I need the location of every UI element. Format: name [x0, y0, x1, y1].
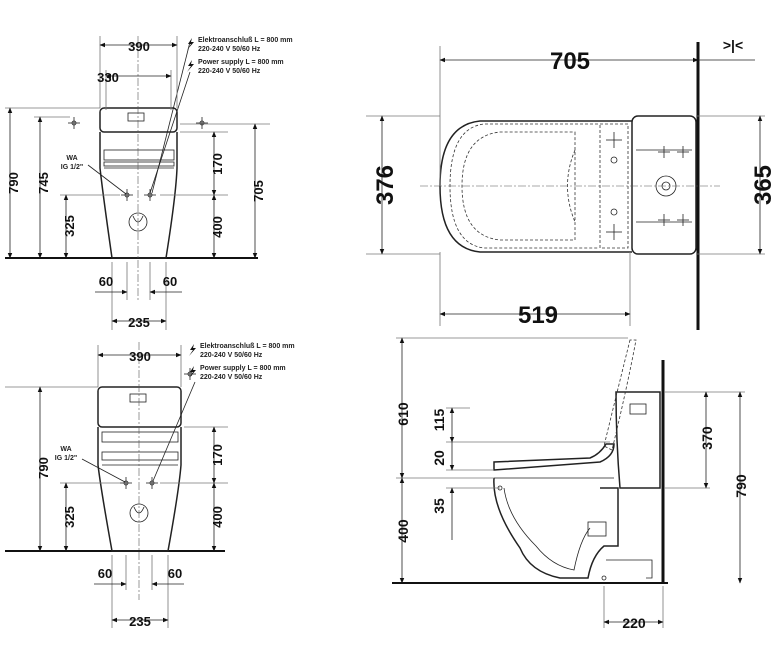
power-leader [152, 381, 196, 482]
seat-band-lower [101, 451, 179, 461]
dim-60-left: 60 [98, 566, 112, 581]
power-leader-2 [151, 41, 191, 194]
dim-170: 170 [210, 153, 225, 175]
side-cistern [615, 391, 661, 489]
lightning-icon [187, 38, 194, 50]
dim-400: 400 [210, 506, 225, 528]
side-outlet-pipe [606, 559, 653, 579]
dim-20: 20 [431, 450, 447, 466]
lightning-icon [189, 344, 196, 356]
dim-390: 390 [128, 39, 150, 54]
note-en: Power supply L = 800 mm [200, 365, 286, 372]
side-flush-button [629, 403, 647, 415]
dim-390: 390 [129, 349, 151, 364]
dim-235: 235 [129, 614, 151, 629]
note-de: Elektroanschluß L = 800 mm [200, 343, 295, 350]
dim-745: 745 [36, 172, 51, 194]
cistern [97, 386, 182, 428]
dim-35: 35 [431, 498, 447, 514]
side-trap [503, 487, 591, 571]
lightning-icon [187, 60, 194, 72]
plan-view: 705 519 376 365 >|< [366, 37, 777, 330]
dim-330: 330 [97, 70, 119, 85]
dim-365: 365 [750, 165, 777, 205]
flush-button [129, 393, 147, 403]
connection-marks [120, 368, 196, 489]
dim-60-left: 60 [99, 274, 113, 289]
wall-marker: >|< [723, 37, 743, 53]
lid-open [603, 339, 637, 451]
front-view-top: 390 330 790 745 325 170 400 705 60 60 23… [5, 36, 293, 330]
side-foot [601, 575, 607, 581]
dim-60-right: 60 [163, 274, 177, 289]
wa-thread-label: IG 1/2" [55, 455, 77, 462]
seat-band [101, 431, 179, 443]
dim-610: 610 [395, 402, 411, 426]
flush-button [127, 112, 145, 122]
wa-label: WA [66, 155, 77, 162]
note-en-voltage: 220-240 V 50/60 Hz [198, 68, 261, 75]
dim-376: 376 [372, 165, 399, 205]
dim-325: 325 [62, 506, 77, 528]
side-bowl [493, 477, 619, 579]
note-de: Elektroanschluß L = 800 mm [198, 37, 293, 44]
plan-bowl-inner [461, 131, 576, 241]
dim-790: 790 [733, 474, 749, 498]
wa-thread-label: IG 1/2" [61, 164, 83, 171]
bowl-body [97, 427, 182, 552]
plan-bowl-outline [439, 120, 632, 253]
dim-325: 325 [62, 215, 77, 237]
note-de-voltage: 220-240 V 50/60 Hz [200, 352, 263, 359]
dim-400: 400 [395, 519, 411, 543]
note-en-voltage: 220-240 V 50/60 Hz [200, 374, 263, 381]
dim-519: 519 [518, 302, 558, 329]
note-en: Power supply L = 800 mm [198, 59, 284, 66]
seat [493, 443, 615, 471]
seat-band [103, 149, 175, 161]
dim-370: 370 [699, 426, 715, 450]
dim-705: 705 [550, 48, 590, 75]
outlet-circle [128, 212, 148, 232]
seat-band-lower [103, 161, 175, 167]
dim-170: 170 [210, 444, 225, 466]
plan-cistern [631, 115, 697, 255]
dim-400: 400 [210, 216, 225, 238]
dim-705: 705 [251, 180, 266, 202]
note-de-voltage: 220-240 V 50/60 Hz [198, 46, 261, 53]
plan-bolt-marks [606, 132, 622, 240]
wa-leader [87, 164, 127, 195]
dim-115: 115 [431, 408, 447, 431]
dim-60-right: 60 [168, 566, 182, 581]
front-view-bottom: 390 790 325 170 400 60 60 235 WA IG 1/2"… [5, 342, 295, 629]
dim-220: 220 [622, 615, 646, 631]
cistern [99, 107, 178, 133]
bowl-body [99, 132, 178, 259]
side-outlet-stub [587, 521, 607, 537]
lightning-icon [189, 366, 196, 378]
wa-leader [81, 458, 126, 483]
dim-790: 790 [36, 457, 51, 479]
plan-connections [658, 146, 689, 226]
dim-790: 790 [6, 172, 21, 194]
wa-label: WA [60, 446, 71, 453]
side-view: 610 115 20 35 400 370 790 220 [392, 337, 749, 631]
dim-235: 235 [128, 315, 150, 330]
